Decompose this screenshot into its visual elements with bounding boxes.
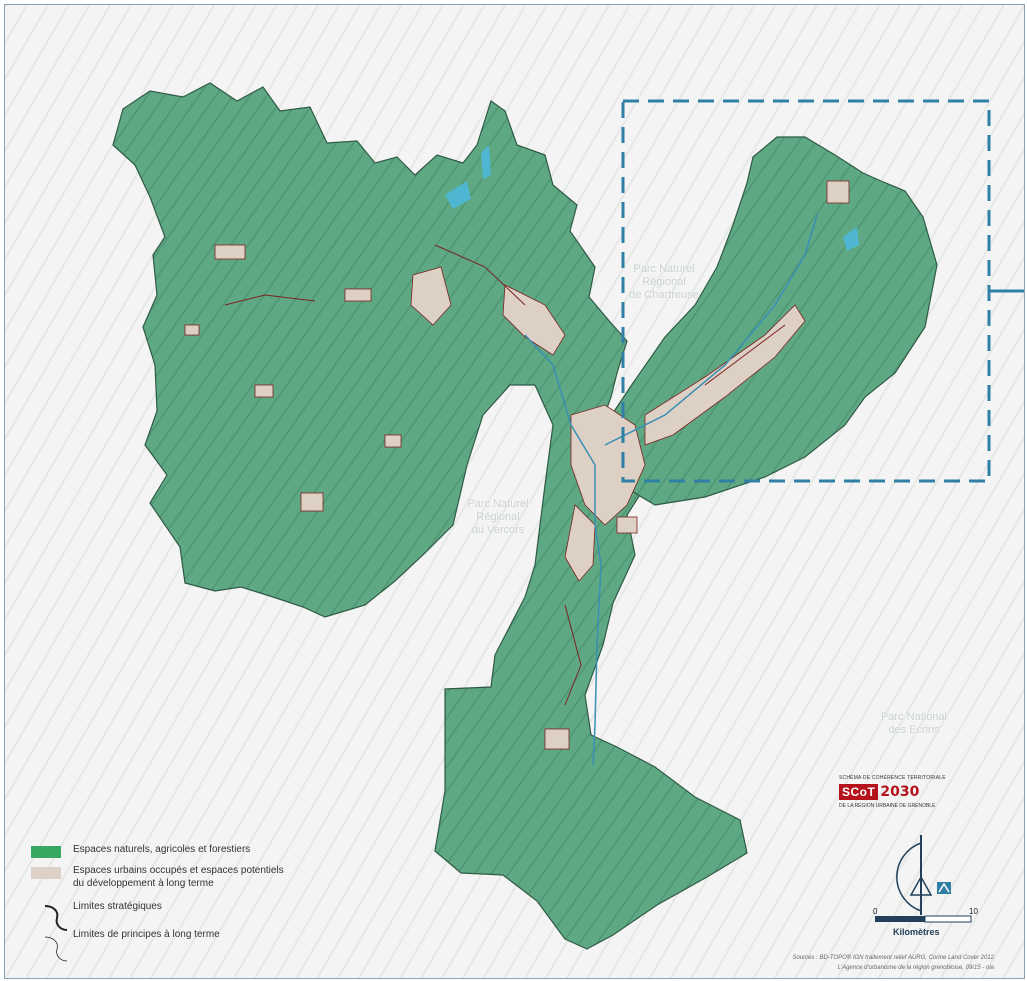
legend-swatch-urban — [31, 867, 61, 879]
legend-label-natural: Espaces naturels, agricoles et forestier… — [73, 844, 251, 855]
legend-item-urban: Espaces urbains occupés et espaces poten… — [31, 864, 351, 890]
scot-logo-top-text: SCHÉMA DE COHÉRENCE TERRITORIALE — [839, 775, 946, 781]
legend-label-urban: Espaces urbains occupés et espaces poten… — [73, 864, 284, 890]
scot-logo-bottom-text: DE LA RÉGION URBAINE DE GRENOBLE — [839, 803, 936, 809]
map-frame: Parc Naturel Régional de Chartreuse Parc… — [4, 4, 1025, 979]
water-bodies — [445, 145, 859, 251]
north-arrow-icon — [896, 835, 951, 915]
scot-logo: SCHÉMA DE COHÉRENCE TERRITORIALE SCoT 20… — [839, 775, 989, 809]
sources-note: Sources : BD-TOPO® IGN traitement relief… — [793, 953, 995, 973]
legend-line-longterm — [31, 924, 61, 946]
scot-logo-word: SCoT — [839, 784, 879, 800]
park-chartreuse-line1: Parc Naturel — [633, 263, 695, 275]
park-label-chartreuse: Parc Naturel Régional de Chartreuse — [627, 263, 701, 302]
park-vercors-line1: Parc Naturel — [467, 498, 529, 510]
park-chartreuse-line2: Régional — [642, 276, 686, 288]
park-chartreuse-line3: de Chartreuse — [629, 289, 699, 301]
territorial-limits — [224, 244, 786, 706]
scot-logo-brand: SCoT 2030 — [839, 784, 989, 800]
legend-swatch-natural — [31, 846, 61, 858]
rivers — [524, 214, 818, 766]
legend: Espaces naturels, agricoles et forestier… — [31, 843, 351, 952]
sources-line1: Sources : BD-TOPO® IGN traitement relief… — [792, 955, 995, 961]
legend-label-strategic: Limites stratégiques — [73, 901, 162, 912]
map-canvas — [5, 5, 1024, 978]
territory-main — [112, 82, 748, 950]
urban-areas — [184, 180, 850, 750]
park-ecrins-line2: des Ecrins — [888, 724, 940, 736]
scale-ten-label: 10 — [969, 907, 978, 916]
legend-longterm-line-icon — [44, 936, 68, 962]
park-label-ecrins: Parc National des Ecrins — [873, 711, 955, 737]
scale-bar-graphic — [875, 915, 972, 923]
legend-item-longterm: Limites de principes à long terme — [31, 924, 351, 946]
park-label-vercors: Parc Naturel Régional du Vercors — [463, 498, 533, 537]
scale-unit-label: Kilomètres — [893, 927, 940, 937]
legend-label-urban-line1: Espaces urbains occupés et espaces poten… — [73, 865, 284, 876]
legend-item-natural: Espaces naturels, agricoles et forestier… — [31, 843, 351, 858]
scale-bar: 0 10 Kilomètres — [873, 907, 983, 937]
sources-line2: L'Agence d'urbanisme de la région grenob… — [837, 965, 994, 971]
park-vercors-line2: Régional — [476, 511, 520, 523]
park-vercors-line3: du Vercors — [471, 524, 525, 536]
legend-label-urban-line2: du développement à long terme — [73, 878, 214, 889]
legend-strategic-line-icon — [44, 905, 68, 931]
legend-label-longterm: Limites de principes à long terme — [73, 929, 220, 940]
park-ecrins-line1: Parc National — [880, 711, 948, 723]
legend-line-strategic — [31, 896, 61, 918]
legend-item-strategic: Limites stratégiques — [31, 896, 351, 918]
scale-zero-label: 0 — [873, 907, 878, 916]
scot-logo-year: 2030 — [880, 784, 920, 800]
